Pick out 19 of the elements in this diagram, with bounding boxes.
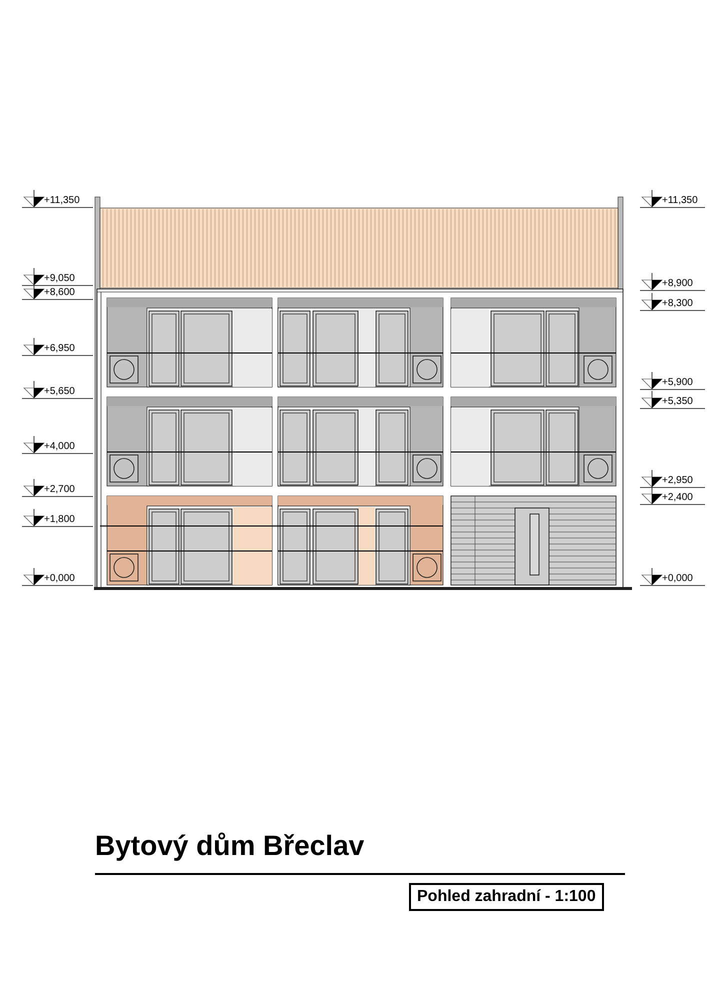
view-scale-caption: Pohled zahradní - 1:100	[409, 883, 604, 911]
level-label: +0,000	[662, 573, 693, 584]
level-label: +6,950	[44, 343, 75, 354]
level-label: +2,700	[44, 484, 75, 495]
level-label: +2,400	[662, 492, 693, 503]
level-label: +5,350	[662, 396, 693, 407]
level-label: +0,000	[44, 573, 75, 584]
level-label: +9,050	[44, 273, 75, 284]
level-label: +8,300	[662, 298, 693, 309]
level-label: +8,600	[44, 287, 75, 298]
level-label: +5,650	[44, 386, 75, 397]
drawing-title: Bytový dům Břeclav	[95, 830, 364, 862]
level-label: +2,950	[662, 475, 693, 486]
level-label: +11,350	[662, 195, 698, 206]
level-label: +4,000	[44, 441, 75, 452]
level-label: +1,800	[44, 514, 75, 525]
level-label: +8,900	[662, 278, 693, 289]
level-label: +11,350	[44, 195, 80, 206]
level-label: +5,900	[662, 377, 693, 388]
